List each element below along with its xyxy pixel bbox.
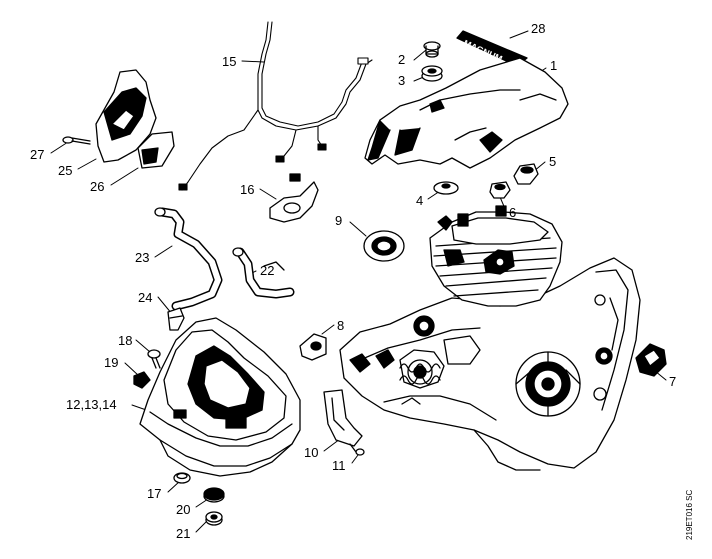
callout-22: 22: [260, 263, 275, 278]
callout-15: 15: [222, 54, 237, 69]
engine-flywheel: [515, 351, 581, 417]
callout-6: 6: [509, 205, 517, 220]
part-4-washer: [433, 181, 459, 195]
part-1-shroud: [364, 57, 569, 169]
callout-16: 16: [240, 182, 255, 197]
part-17-cap: [173, 472, 191, 484]
engine-crankcase: [339, 257, 641, 471]
callout-1: 1: [550, 58, 558, 73]
callout-21: 21: [176, 526, 191, 541]
part-25-cover: [95, 69, 157, 163]
callout-4: 4: [416, 193, 424, 208]
part-18-screw: [147, 349, 161, 369]
part-3-grommet: [421, 65, 443, 82]
part-23-hose: [154, 207, 223, 311]
callout-10: 10: [304, 445, 319, 460]
engine-cylinder: [429, 205, 563, 307]
part-12-housing: [139, 317, 301, 477]
callout-24: 24: [138, 290, 153, 305]
part-15-wire-harness: [178, 21, 373, 191]
callout-23: 23: [135, 250, 150, 265]
part-21-grommet: [205, 511, 223, 526]
part-22-hose: [232, 247, 295, 299]
callout-27: 27: [30, 147, 45, 162]
callout-26: 26: [90, 179, 105, 194]
part-9-gasket: [363, 230, 405, 262]
callout-20: 20: [176, 502, 191, 517]
part-10-bracket: [323, 389, 363, 447]
callout-8: 8: [337, 318, 345, 333]
part-11-screw: [349, 443, 365, 456]
document-id: 219ET016 SC: [685, 489, 694, 540]
part-27-screw: [62, 136, 91, 145]
part-16-bracket: [269, 173, 319, 223]
part-19-nut: [133, 371, 151, 389]
part-6-buffer: [489, 181, 511, 199]
callout-12-13-14: 12,13,14: [66, 397, 117, 412]
callout-7: 7: [669, 374, 677, 389]
engine-spring: [399, 363, 441, 385]
callout-19: 19: [104, 355, 119, 370]
callout-28: 28: [531, 21, 546, 36]
part-5-buffer: [513, 163, 539, 185]
part-2-knob: [423, 41, 441, 58]
callout-25: 25: [58, 163, 73, 178]
callout-17: 17: [147, 486, 162, 501]
callout-11: 11: [332, 458, 346, 473]
callout-18: 18: [118, 333, 133, 348]
part-26-block: [137, 131, 175, 169]
part-7-damper: [635, 343, 667, 377]
part-20-plug: [203, 487, 225, 503]
callout-3: 3: [398, 73, 406, 88]
callout-9: 9: [335, 213, 343, 228]
part-24-fitting: [167, 307, 185, 331]
part-8-fitting: [299, 333, 327, 361]
callout-2: 2: [398, 52, 406, 67]
callout-5: 5: [549, 154, 557, 169]
